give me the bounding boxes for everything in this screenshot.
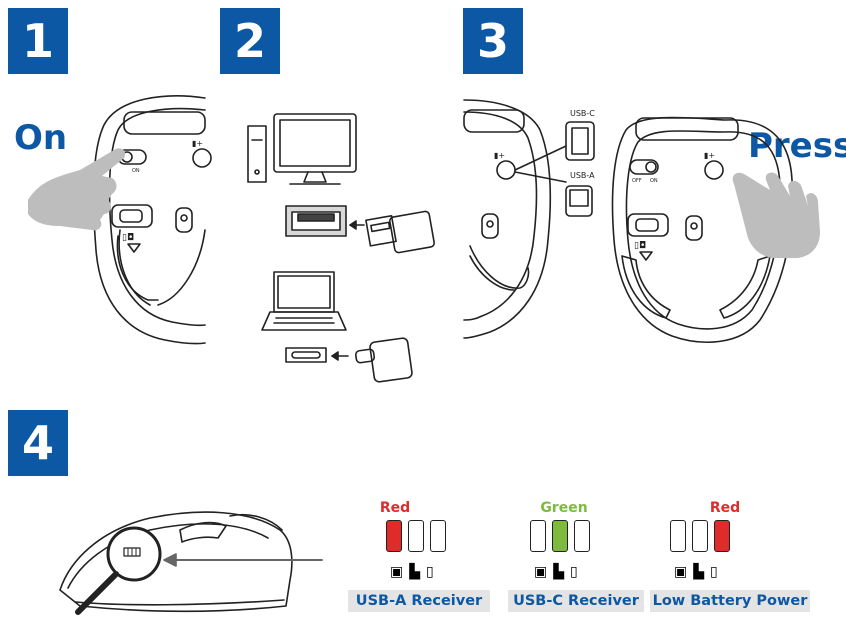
on-label: On xyxy=(14,118,68,158)
led-3 xyxy=(430,520,446,552)
usb-c-receiver-dongle xyxy=(354,337,413,383)
led-1 xyxy=(386,520,402,552)
usb-a-port-desktop xyxy=(285,205,365,237)
usb-c-receiver-icon: ▙ xyxy=(409,564,427,580)
usb-a-receiver-icon: ▣ xyxy=(534,564,554,580)
status-icons-row: ▣▙▯ xyxy=(534,564,584,580)
usb-c-receiver-small: USB-C xyxy=(514,109,595,171)
svg-text:ON: ON xyxy=(132,168,140,174)
led-3 xyxy=(714,520,730,552)
usb-a-receiver-icon: ▣ xyxy=(674,564,694,580)
battery-icon: ▯ xyxy=(570,564,584,580)
usb-c-receiver-icon: ▙ xyxy=(553,564,571,580)
led-2 xyxy=(408,520,424,552)
press-label: Press xyxy=(748,126,846,166)
hand-pointer-step3 xyxy=(732,172,820,258)
mouse-side-view-step4 xyxy=(59,511,293,613)
svg-text:▯◘: ▯◘ xyxy=(122,233,134,243)
desktop-computer-illustration xyxy=(247,113,357,185)
svg-text:▯◘: ▯◘ xyxy=(634,241,646,251)
caption-low-battery-power: Low Battery Power xyxy=(650,590,810,612)
svg-text:▮+: ▮+ xyxy=(494,151,505,160)
indicator-group-usb-c: Green ▣▙▯ xyxy=(510,498,646,614)
battery-icon: ▯ xyxy=(426,564,440,580)
magnifier-icon xyxy=(75,526,323,615)
led-2 xyxy=(692,520,708,552)
step-3-badge: 3 xyxy=(463,8,523,74)
hand-pointer-step1 xyxy=(28,148,126,231)
svg-text:ON: ON xyxy=(650,178,658,184)
status-icons-row: ▣▙▯ xyxy=(390,564,440,580)
step-4-badge: 4 xyxy=(8,410,68,476)
led-color-label: Red xyxy=(709,500,741,516)
usb-a-receiver-icon: ▣ xyxy=(390,564,410,580)
usb-a-receiver-small: USB-A xyxy=(514,171,595,217)
caption-usb-c-receiver: USB-C Receiver xyxy=(508,590,644,612)
caption-usb-a-receiver: USB-A Receiver xyxy=(348,590,490,612)
mouse-left-view-step3: ▮+ xyxy=(463,99,552,339)
usb-c-receiver-icon: ▙ xyxy=(693,564,711,580)
step-2-badge: 2 xyxy=(220,8,280,74)
svg-text:OFF: OFF xyxy=(632,178,642,184)
indicator-group-usb-a: Red ▣▙▯ xyxy=(350,498,486,614)
svg-text:USB-A: USB-A xyxy=(570,171,595,180)
battery-icon: ▯ xyxy=(710,564,724,580)
svg-text:▮+: ▮+ xyxy=(704,151,715,160)
mouse-underside-step1: ON ▮+ ▯◘ xyxy=(92,95,212,345)
status-icons-row: ▣▙▯ xyxy=(674,564,724,580)
usb-a-receiver-dongle xyxy=(365,210,435,254)
led-3 xyxy=(574,520,590,552)
led-color-label: Red xyxy=(379,500,411,516)
laptop-illustration xyxy=(261,271,347,331)
usb-c-port-laptop xyxy=(285,347,349,363)
led-2 xyxy=(552,520,568,552)
svg-text:▮+: ▮+ xyxy=(192,139,203,148)
svg-text:USB-C: USB-C xyxy=(570,109,595,118)
led-1 xyxy=(530,520,546,552)
led-1 xyxy=(670,520,686,552)
step-1-badge: 1 xyxy=(8,8,68,74)
led-color-label: Green xyxy=(540,500,588,516)
indicator-group-low-battery: Red ▣▙▯ xyxy=(660,498,810,614)
